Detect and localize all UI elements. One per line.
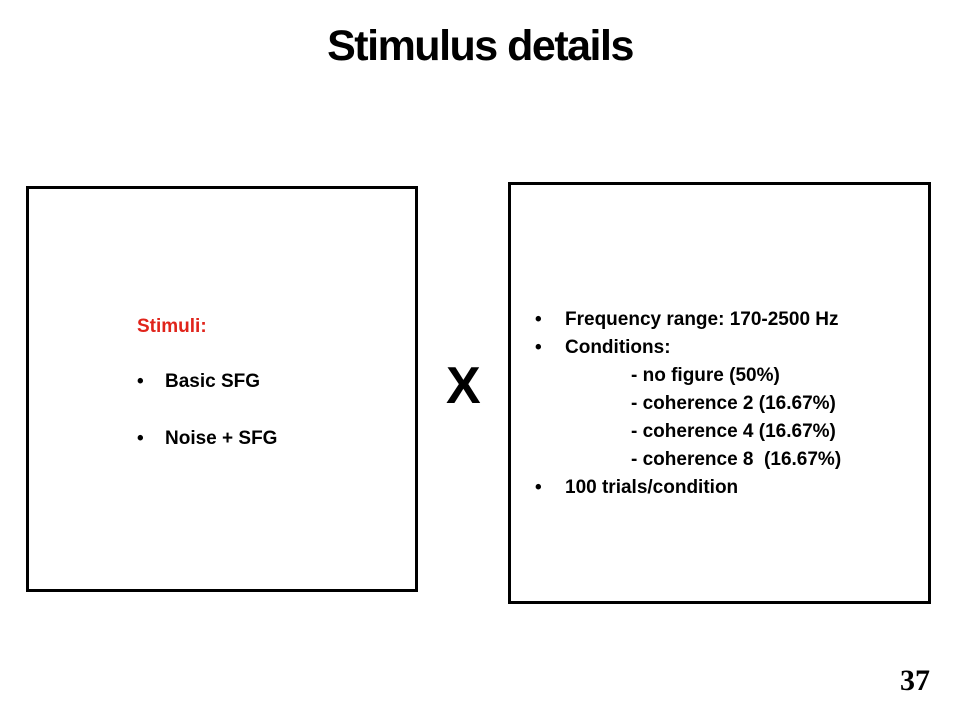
trials-text: 100 trials/condition (565, 477, 739, 498)
condition-coherence-2: - coherence 2 (16.67%) (631, 393, 836, 414)
conditions-label: Conditions: (565, 337, 671, 358)
condition-no-figure: - no figure (50%) (631, 365, 780, 386)
list-item-frequency-range: • Frequency range: 170-2500 Hz (535, 306, 841, 334)
bullet-icon: • (535, 337, 542, 358)
stimuli-box: Stimuli: • Basic SFG • Noise + SFG (26, 186, 418, 592)
stimulus-label-basic-sfg: Basic SFG (165, 371, 261, 392)
parameters-list: • Frequency range: 170-2500 Hz • Conditi… (535, 306, 841, 502)
stimuli-heading: Stimuli: (137, 316, 207, 337)
frequency-range-text: Frequency range: 170-2500 Hz (565, 309, 839, 330)
bullet-icon: • (535, 309, 542, 330)
list-item: • Noise + SFG (137, 428, 277, 450)
page-number: 37 (900, 664, 930, 697)
cross-operator: X (446, 357, 481, 415)
list-item-conditions: • Conditions: (535, 334, 841, 362)
condition-coherence-4: - coherence 4 (16.67%) (631, 421, 836, 442)
parameters-box: • Frequency range: 170-2500 Hz • Conditi… (508, 182, 931, 604)
slide-title: Stimulus details (327, 22, 634, 70)
bullet-icon: • (137, 428, 144, 449)
stimuli-list: • Basic SFG • Noise + SFG (137, 371, 277, 485)
bullet-icon: • (137, 371, 144, 392)
bullet-icon: • (535, 477, 542, 498)
condition-coherence-8: - coherence 8 (16.67%) (631, 449, 842, 470)
stimulus-label-noise-sfg: Noise + SFG (165, 428, 278, 449)
list-item: • Basic SFG (137, 371, 277, 393)
list-item-trials: • 100 trials/condition (535, 474, 841, 502)
